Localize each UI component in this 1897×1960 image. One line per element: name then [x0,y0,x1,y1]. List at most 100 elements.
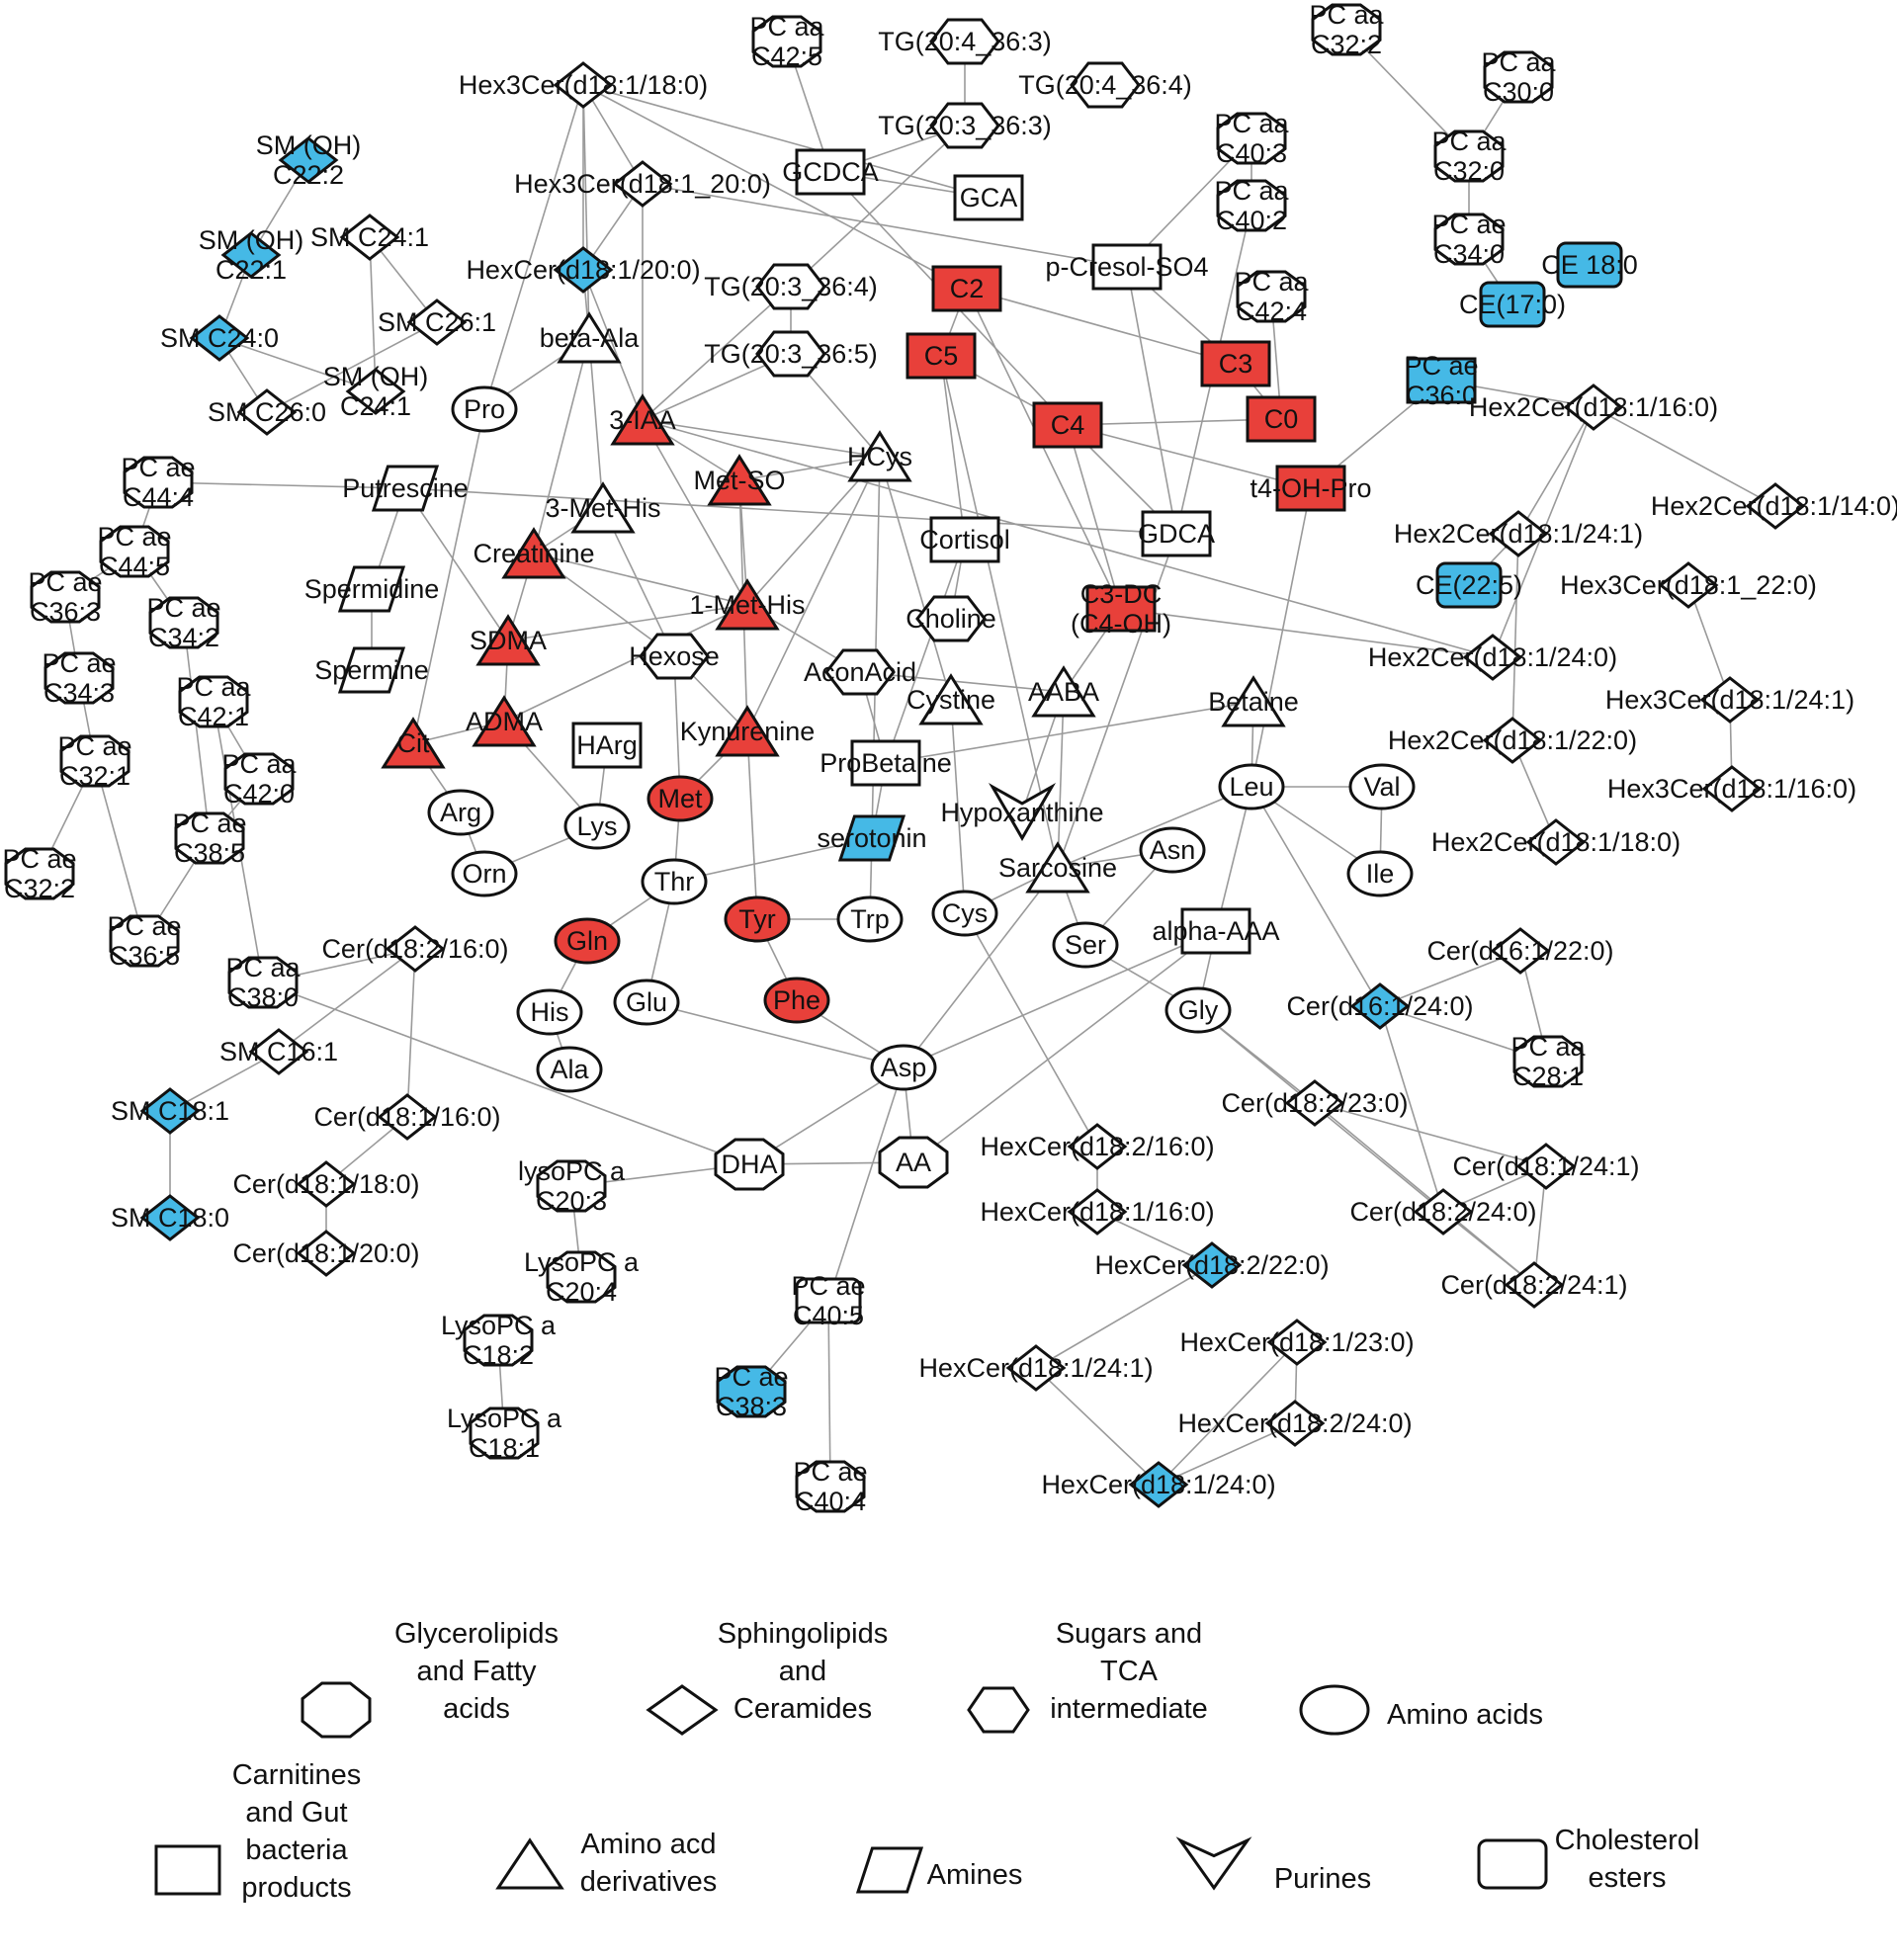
node-n56[interactable]: 1-Met-His [689,578,806,631]
node-n37[interactable]: C0 [1246,395,1317,443]
node-n65[interactable]: Cystine [906,673,995,725]
node-n78[interactable]: Hex3Cer(d18:1/16:0) [1607,765,1856,812]
node-n83[interactable]: Hypoxanthine [940,783,1104,842]
node-n73[interactable]: Cit [381,717,446,769]
node-n27[interactable]: beta-Ala [540,311,641,364]
node-n127[interactable]: HexCer(d18:2/22:0) [1094,1241,1330,1289]
node-n84[interactable]: Lys [563,803,631,850]
node-n87[interactable]: Asn [1139,826,1206,874]
node-n57[interactable]: Choline [905,595,996,642]
node-n63[interactable]: Spermine [314,646,429,694]
node-n76[interactable]: Hex2Cer(d18:1/22:0) [1388,717,1637,764]
node-n104[interactable]: Phe [763,977,830,1024]
node-n29[interactable]: C5 [905,332,977,380]
node-n116[interactable]: HexCer(d18:2/16:0) [980,1123,1215,1170]
node-n40[interactable]: HCys [847,430,912,482]
node-n36[interactable]: C4 [1032,401,1103,449]
node-n68[interactable]: Hex3Cer(d18:1/24:1) [1605,676,1854,724]
node-n11[interactable]: GCA [953,174,1024,221]
node-n91[interactable]: Sarcosine [998,841,1117,894]
node-n123[interactable]: HexCer(d18:1/16:0) [980,1188,1215,1236]
node-n33[interactable]: SM C26:0 [208,388,326,436]
node-n54[interactable]: Spermidine [304,565,440,613]
node-n67[interactable]: Betaine [1208,675,1299,727]
node-n45[interactable]: 3-Met-His [545,481,661,534]
node-n25[interactable]: SM C24:0 [160,314,279,362]
node-n35[interactable]: 3-IAA [609,393,676,446]
node-n64[interactable]: AconAcid [804,648,916,696]
node-n41[interactable]: Met-SO [693,454,786,506]
node-n92[interactable]: Ile [1346,850,1414,897]
node-n3[interactable]: TG(20:4_36:4) [1018,61,1192,109]
node-n93[interactable]: Thr [641,858,708,905]
node-n96[interactable]: Cys [931,890,998,937]
node-n94[interactable]: Tyr [724,895,791,943]
node-n109[interactable]: SM C16:1 [219,1028,338,1075]
node-n86[interactable]: serotonin [817,814,927,862]
node-n79[interactable]: Leu [1218,763,1285,810]
node-n15[interactable]: SM (OH)C22:1 [199,225,303,285]
node-n71[interactable]: Kynurenine [680,705,816,757]
node-n26[interactable]: SM C26:1 [378,298,496,346]
node-n22[interactable]: CE 18:0 [1541,241,1638,289]
node-n66[interactable]: AABA [1028,665,1099,718]
node-n128[interactable]: Cer(d18:2/24:1) [1440,1261,1628,1309]
node-n100[interactable]: Gln [554,917,621,965]
node-n61[interactable]: Hex2Cer(d18:1/24:0) [1368,634,1617,681]
node-n82[interactable]: Met [647,775,714,822]
node-n115[interactable]: Cer(d18:1/16:0) [313,1093,501,1141]
node-n98[interactable]: alpha-AAA [1152,907,1280,955]
node-n28[interactable]: TG(20:3_36:5) [704,330,878,378]
node-n49[interactable]: Hex2Cer(d18:1/24:1) [1394,510,1643,557]
node-n122[interactable]: SM C18:0 [111,1194,229,1241]
node-n34[interactable]: Pro [451,385,518,433]
node-n90[interactable]: Orn [451,850,518,897]
node-n120[interactable]: Cer(d18:1/24:1) [1452,1143,1640,1190]
node-n50[interactable]: Creatinine [473,527,595,579]
node-n88[interactable]: Hex2Cer(d18:1/18:0) [1431,818,1681,866]
node-n107[interactable]: Gly [1164,986,1232,1034]
node-n10[interactable]: GCDCA [782,148,879,196]
node-n19[interactable]: C2 [931,265,1002,312]
node-n60[interactable]: Hexose [629,633,720,680]
node-n95[interactable]: Trp [836,895,904,943]
node-n32[interactable]: SM (OH)C24:1 [323,362,428,421]
node-n9[interactable]: Hex3Cer(d18:1_20:0) [514,160,771,208]
node-n59[interactable]: SDMA [470,614,547,666]
node-n106[interactable]: Glu [613,979,680,1026]
node-n42[interactable]: Putrescine [342,465,469,512]
node-n80[interactable]: Val [1348,763,1416,810]
node-n113[interactable]: Cer(d18:2/23:0) [1221,1079,1409,1127]
node-n20[interactable]: p-Cresol-SO4 [1045,243,1209,291]
node-n111[interactable]: Asp [870,1044,937,1091]
node-n47[interactable]: Cortisol [919,516,1010,563]
node-n48[interactable]: GDCA [1138,510,1215,557]
node-n8[interactable]: SM (OH)C22:2 [256,130,361,190]
node-n43[interactable]: t4-OH-Pro [1250,465,1372,512]
node-n23[interactable]: CE(17:0) [1459,281,1566,328]
node-n135[interactable]: HexCer(d18:2/24:0) [1177,1400,1413,1447]
node-n132[interactable]: HexCer(d18:1/24:1) [918,1344,1154,1392]
node-n125[interactable]: Cer(d18:1/20:0) [232,1230,420,1277]
node-n4[interactable]: TG(20:3_36:3) [878,102,1052,149]
node-n44[interactable]: Hex2Cer(d18:1/14:0) [1651,482,1897,530]
